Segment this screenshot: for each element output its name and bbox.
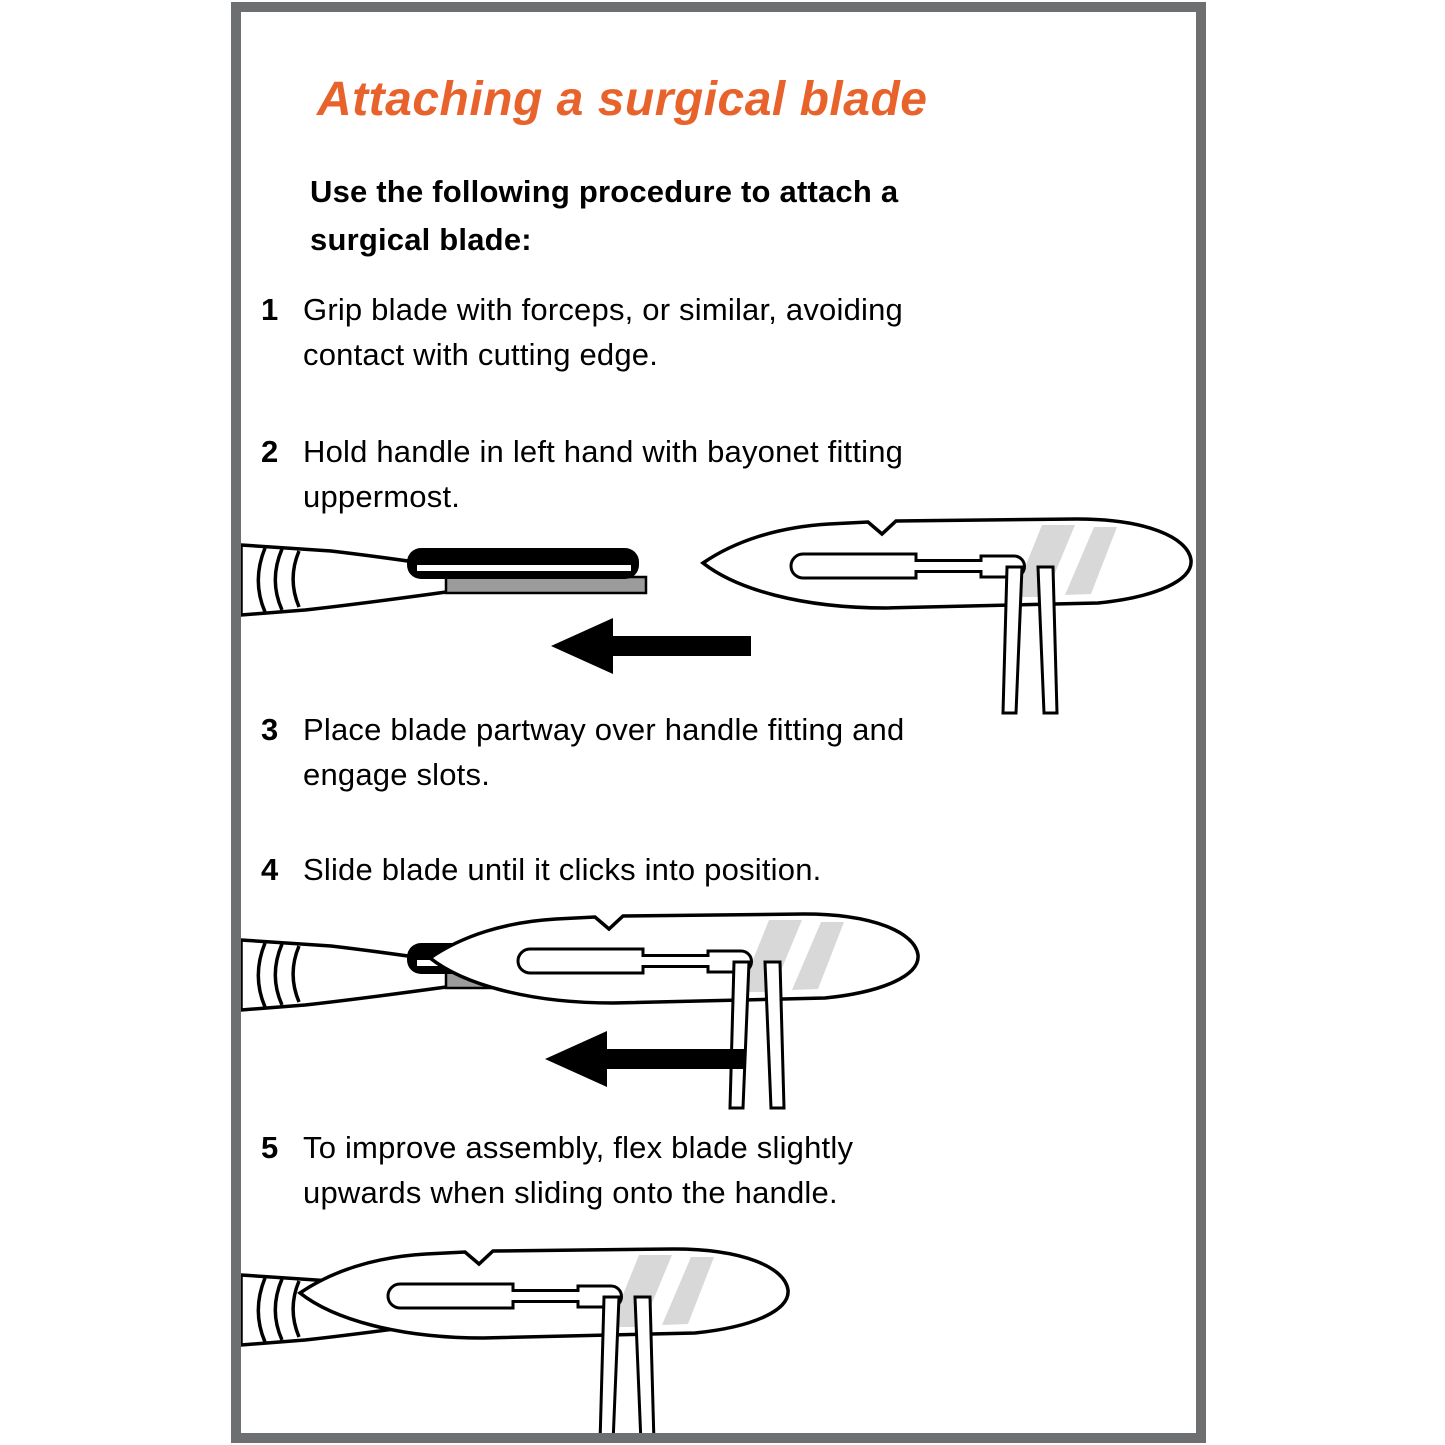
arrow-left-icon: [545, 1031, 745, 1087]
surgical-blade: [298, 1247, 790, 1340]
surgical-blade: [428, 912, 920, 1005]
step-1-text: Grip blade with forceps, or similar, avo…: [303, 292, 903, 372]
intro-text: Use the following procedure to attach a …: [310, 174, 899, 258]
illustration-blade-partially-on-handle: [241, 912, 920, 1110]
arrow-left-icon: [551, 618, 751, 674]
step-3-text: Place blade partway over handle fitting …: [303, 712, 905, 792]
page-title: Attaching a surgical blade: [317, 73, 928, 127]
illustration-handle-and-blade-separated: [241, 517, 1193, 715]
step-4: 4 Slide blade until it clicks into posit…: [261, 848, 1051, 893]
step-2: 2 Hold handle in left hand with bayonet …: [261, 430, 1051, 520]
step-5-number: 5: [261, 1130, 279, 1165]
step-4-text: Slide blade until it clicks into positio…: [303, 852, 822, 887]
surgical-blade: [701, 517, 1193, 610]
step-1: 1 Grip blade with forceps, or similar, a…: [261, 288, 1051, 378]
step-5-text: To improve assembly, flex blade slightly…: [303, 1130, 854, 1210]
step-2-number: 2: [261, 434, 279, 469]
illustration-blade-fully-attached: [241, 1247, 790, 1433]
page-border-frame: Attaching a surgical blade Use the follo…: [231, 2, 1206, 1443]
scalpel-handle: [241, 543, 648, 617]
step-4-number: 4: [261, 852, 279, 887]
step-2-text: Hold handle in left hand with bayonet fi…: [303, 434, 904, 514]
step-1-number: 1: [261, 292, 279, 327]
step-5: 5 To improve assembly, flex blade slight…: [261, 1126, 1051, 1216]
step-3-number: 3: [261, 712, 279, 747]
step-3: 3 Place blade partway over handle fittin…: [261, 708, 1051, 798]
